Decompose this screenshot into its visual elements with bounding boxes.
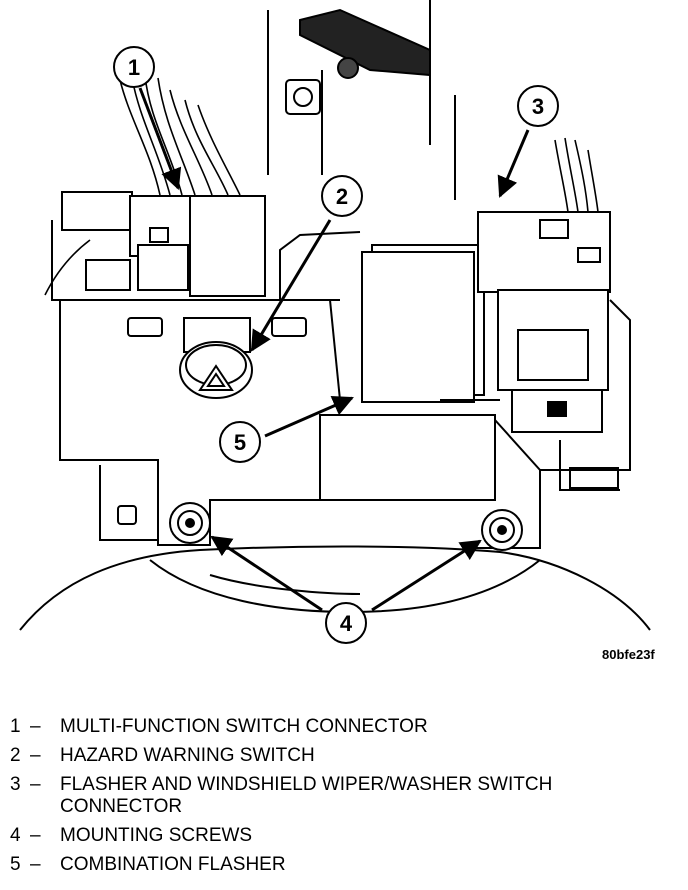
legend-number: 2	[10, 745, 21, 766]
legend-item: 3 – FLASHER AND WINDSHIELD WIPER/WASHER …	[10, 774, 670, 818]
legend-dash: –	[30, 716, 41, 737]
legend-text: FLASHER AND WINDSHIELD WIPER/WASHER SWIT…	[60, 774, 553, 817]
legend-item: 5 – COMBINATION FLASHER	[10, 854, 670, 876]
legend-item: 4 – MOUNTING SCREWS	[10, 825, 670, 847]
figure-id: 80bfe23f	[602, 647, 655, 662]
callout-3: 3	[517, 85, 559, 127]
legend-dash: –	[30, 854, 41, 875]
legend-dash: –	[30, 774, 41, 795]
callout-4: 4	[325, 602, 367, 644]
legend-item: 1 – MULTI-FUNCTION SWITCH CONNECTOR	[10, 716, 670, 738]
leader-arrows	[138, 87, 530, 612]
combination-flasher	[319, 244, 500, 501]
legend-dash: –	[30, 745, 41, 766]
callout-1-label: 1	[128, 55, 140, 80]
legend: 1 – MULTI-FUNCTION SWITCH CONNECTOR 2 – …	[10, 716, 670, 883]
legend-number: 5	[10, 854, 21, 875]
callout-5: 5	[219, 421, 261, 463]
wiring-harness-right	[554, 137, 599, 213]
callout-3-label: 3	[532, 94, 544, 119]
callout-2-label: 2	[336, 184, 348, 209]
steering-column-diagram: 1 2 3 4 5 80bfe23f	[19, 0, 655, 662]
wiper-washer-switch-connector	[477, 211, 611, 433]
callout-5-label: 5	[234, 430, 246, 455]
legend-text: MULTI-FUNCTION SWITCH CONNECTOR	[60, 716, 428, 737]
legend-dash: –	[30, 825, 41, 846]
legend-number: 4	[10, 825, 21, 846]
steering-column-shaft	[267, 0, 456, 200]
hazard-warning-switch	[179, 317, 253, 399]
callout-2: 2	[321, 175, 363, 217]
multi-function-switch-connector	[61, 191, 266, 297]
legend-text: COMBINATION FLASHER	[60, 854, 286, 875]
wiring-harness-left	[44, 75, 241, 296]
legend-text: MOUNTING SCREWS	[60, 825, 253, 846]
legend-item: 2 – HAZARD WARNING SWITCH	[10, 745, 670, 767]
legend-text: HAZARD WARNING SWITCH	[60, 745, 315, 766]
switch-housing	[51, 220, 361, 546]
legend-number: 3	[10, 774, 21, 795]
right-housing	[470, 299, 631, 549]
callout-1: 1	[113, 46, 155, 88]
callout-4-label: 4	[340, 611, 353, 636]
legend-number: 1	[10, 716, 21, 737]
mounting-screws	[169, 502, 523, 551]
